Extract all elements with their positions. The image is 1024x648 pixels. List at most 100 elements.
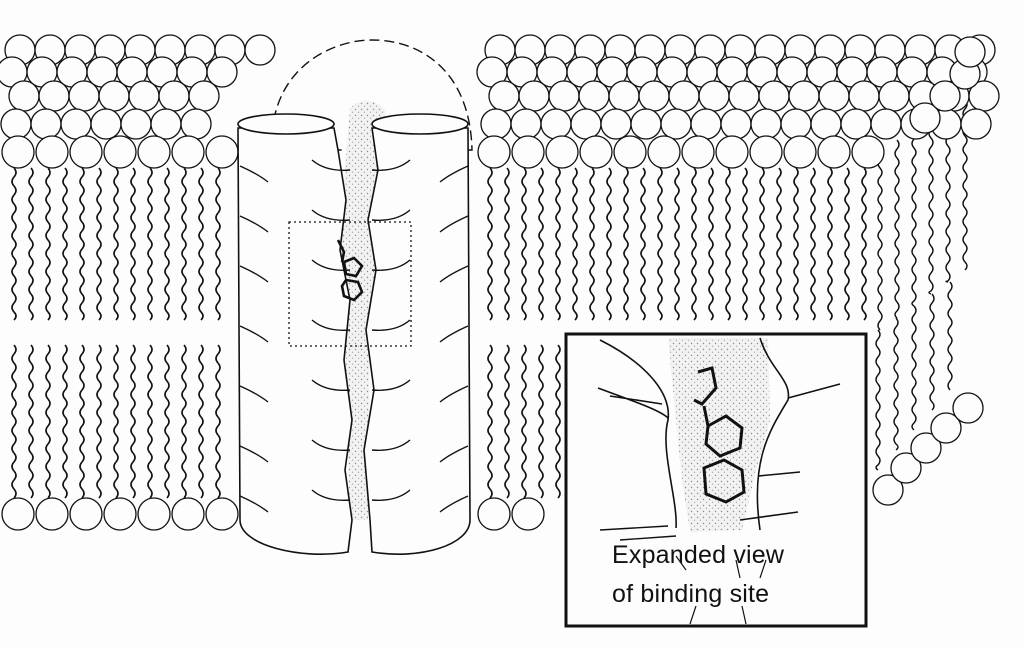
lipid-tail (742, 167, 748, 321)
helix-segment-line (439, 265, 469, 283)
lipid-head (660, 108, 692, 140)
lipid-tail (62, 167, 68, 321)
helix-segment-line (371, 159, 411, 171)
inset-left-helix (599, 339, 677, 529)
lipid-tail (691, 167, 697, 321)
lipid-head (180, 108, 212, 140)
lipid-head (35, 135, 69, 169)
helix-segment-line (371, 209, 411, 221)
helix-segment-line (371, 379, 411, 391)
lipid-tail (147, 344, 153, 499)
lipid-tail (538, 344, 544, 499)
lipid-head (103, 135, 137, 169)
helix-segment-line (239, 495, 269, 513)
lipid-tail (130, 167, 136, 321)
lipid-head (205, 497, 239, 531)
lipid-tail (113, 344, 119, 499)
lipid-head (8, 80, 40, 112)
lipid-head (137, 497, 171, 531)
lower-leaflet-tails (11, 344, 561, 499)
lipid-tail (725, 167, 731, 321)
lipid-head (818, 80, 850, 112)
lipid-head (638, 80, 670, 112)
lipid-tail (164, 344, 170, 499)
lipid-head (600, 108, 632, 140)
lipid-head (206, 56, 238, 88)
lipid-tail (947, 281, 953, 391)
lipid-tail (861, 167, 867, 321)
helix-segment-line (311, 159, 351, 171)
lipid-head (90, 108, 122, 140)
lipid-tail (810, 167, 816, 321)
lipid-head (749, 135, 783, 169)
lipid-head (930, 412, 962, 444)
lower-leaflet-heads (1, 392, 984, 531)
ligand-large (693, 366, 746, 504)
lipid-head (851, 135, 885, 169)
helix-segment-line (311, 489, 351, 501)
lipid-tail (11, 167, 17, 321)
lipid-head (35, 497, 69, 531)
ligand-small (336, 239, 364, 302)
lipid-head (1, 135, 35, 169)
lipid-tail (606, 167, 612, 321)
lipid-tail (521, 344, 527, 499)
lipid-head (518, 80, 550, 112)
binding-site-inset (564, 332, 868, 628)
lipid-tail (657, 167, 663, 321)
lipid-tail (894, 139, 900, 319)
lipid-head (68, 80, 100, 112)
lipid-head (780, 108, 812, 140)
lipid-tail (555, 167, 561, 321)
inset-left-outline (597, 387, 669, 419)
lipid-head (30, 108, 62, 140)
lipid-tail (11, 344, 17, 499)
lipid-tail (708, 167, 714, 321)
lipid-head (171, 497, 205, 531)
helix-segment-line (371, 319, 411, 331)
lipid-tail (130, 344, 136, 499)
lipid-tail (538, 167, 544, 321)
lipid-head (38, 80, 70, 112)
lipid-head (150, 108, 182, 140)
lipid-head (0, 108, 32, 140)
caption-pointer-lines (675, 555, 767, 625)
binding-site-selection-box (288, 221, 412, 347)
lipid-tail (96, 167, 102, 321)
lipid-tail (793, 167, 799, 321)
lipid-tail (640, 167, 646, 321)
lipid-tail (147, 167, 153, 321)
lipid-tail (96, 344, 102, 499)
lipid-tail (877, 149, 883, 331)
lipid-head (715, 135, 749, 169)
helix-segment-line (239, 325, 269, 343)
lipid-head (540, 108, 572, 140)
receptor-right-helix-bundle (363, 113, 471, 555)
lipid-head (840, 108, 872, 140)
lipid-head (98, 80, 130, 112)
lipid-head (1, 497, 35, 531)
lipid-tail (215, 167, 221, 321)
lipid-head (878, 80, 910, 112)
lipid-head (477, 497, 511, 531)
lipid-tail (572, 167, 578, 321)
lipid-tail (181, 167, 187, 321)
lipid-tail (827, 167, 833, 321)
lipid-tail (844, 167, 850, 321)
helix-segment-line (371, 259, 411, 271)
lipid-tail (45, 167, 51, 321)
lipid-head (728, 80, 760, 112)
lipid-tail (875, 329, 881, 471)
lipid-head (910, 432, 942, 464)
lipid-tail (28, 344, 34, 499)
helix-segment-line (239, 385, 269, 403)
curved-edge-tails (875, 99, 968, 471)
lipid-tail (79, 167, 85, 321)
helix-segment-line (371, 489, 411, 501)
lipid-head (758, 80, 790, 112)
helix-segment-line (439, 215, 469, 233)
lipid-head (120, 108, 152, 140)
lipid-tail (893, 317, 899, 451)
